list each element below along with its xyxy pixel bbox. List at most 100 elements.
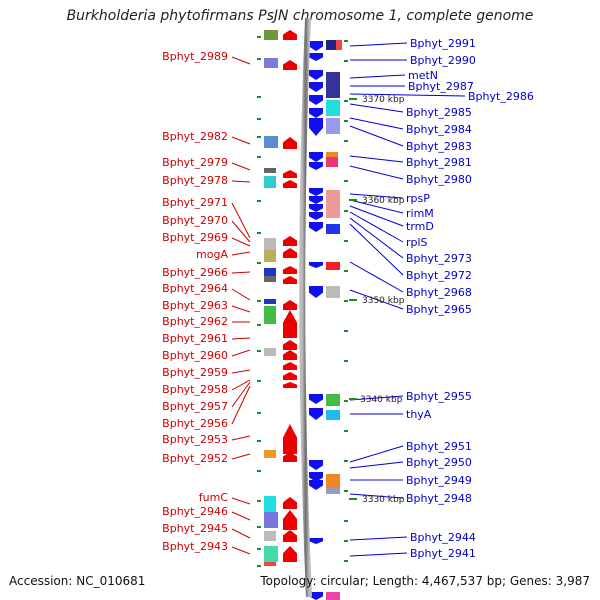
scale-tick bbox=[344, 490, 348, 492]
gene-block bbox=[326, 488, 340, 494]
scale-tick bbox=[344, 460, 348, 462]
gene-block bbox=[264, 562, 276, 566]
gene-arrow bbox=[309, 196, 323, 204]
kbp-tick bbox=[349, 398, 357, 400]
gene-arrow bbox=[309, 212, 323, 220]
gene-label-left: Bphyt_2958 bbox=[162, 383, 228, 396]
scale-tick bbox=[257, 440, 261, 442]
gene-arrow bbox=[283, 248, 297, 258]
gene-block bbox=[326, 224, 340, 234]
scale-tick bbox=[344, 180, 348, 182]
scale-tick bbox=[344, 360, 348, 362]
scale-tick bbox=[344, 140, 348, 142]
leader-line bbox=[349, 42, 408, 47]
gene-label-right: Bphyt_2984 bbox=[406, 123, 472, 136]
scale-tick bbox=[344, 210, 348, 212]
gene-arrow bbox=[309, 70, 323, 80]
gene-arrow bbox=[309, 472, 323, 482]
scale-tick bbox=[344, 60, 348, 62]
gene-label-right: Bphyt_2990 bbox=[410, 54, 476, 67]
scale-tick bbox=[344, 540, 348, 542]
leader-line bbox=[231, 379, 251, 391]
gene-label-left: Bphyt_2969 bbox=[162, 231, 228, 244]
leader-line bbox=[349, 103, 404, 113]
leader-line bbox=[231, 546, 251, 555]
gene-arrow bbox=[283, 60, 297, 70]
leader-line bbox=[349, 493, 404, 499]
leader-line bbox=[349, 395, 404, 401]
gene-label-right: Bphyt_2951 bbox=[406, 440, 472, 453]
gene-arrow bbox=[283, 266, 297, 274]
scale-tick bbox=[257, 156, 261, 158]
scale-tick bbox=[344, 270, 348, 272]
gene-label-right: Bphyt_2991 bbox=[410, 37, 476, 50]
leader-line bbox=[349, 211, 404, 243]
gene-label-left: Bphyt_2956 bbox=[162, 417, 228, 430]
gene-arrow bbox=[283, 276, 297, 284]
kbp-label: 3340 kbp bbox=[360, 395, 403, 405]
kbp-label: 3370 kbp bbox=[362, 95, 405, 105]
chromosome-axis bbox=[299, 17, 312, 598]
gene-arrow bbox=[309, 41, 323, 51]
gene-block bbox=[326, 40, 338, 50]
gene-arrow bbox=[283, 424, 297, 454]
gene-arrow bbox=[309, 286, 323, 298]
gene-arrow bbox=[309, 538, 323, 544]
gene-block bbox=[264, 168, 276, 173]
gene-label-right: Bphyt_2968 bbox=[406, 286, 472, 299]
scale-tick bbox=[257, 36, 261, 38]
scale-tick bbox=[257, 262, 261, 264]
gene-block bbox=[264, 268, 276, 278]
leader-line bbox=[231, 305, 251, 313]
leader-line bbox=[231, 271, 251, 274]
gene-arrow bbox=[283, 350, 297, 360]
leader-line bbox=[349, 536, 408, 541]
gene-block bbox=[264, 30, 278, 40]
scale-tick bbox=[257, 500, 261, 502]
gene-label-left: Bphyt_2971 bbox=[162, 196, 228, 209]
gene-label-left: Bphyt_2943 bbox=[162, 540, 228, 553]
gene-block bbox=[264, 546, 278, 562]
gene-arrow bbox=[309, 262, 323, 268]
leader-line bbox=[231, 251, 251, 256]
gene-arrow bbox=[309, 188, 323, 196]
leader-line bbox=[231, 56, 251, 65]
gene-label-left: Bphyt_2945 bbox=[162, 522, 228, 535]
leader-line bbox=[349, 199, 404, 214]
gene-arrow bbox=[283, 530, 297, 542]
kbp-label: 3350 kbp bbox=[362, 296, 405, 306]
gene-label-right: Bphyt_2980 bbox=[406, 173, 472, 186]
gene-block bbox=[264, 512, 278, 528]
gene-block bbox=[264, 496, 276, 512]
diagram-title: Burkholderia phytofirmans PsJN chromosom… bbox=[66, 8, 534, 24]
gene-label-left: Bphyt_2982 bbox=[162, 130, 228, 143]
leader-line bbox=[349, 552, 408, 557]
gene-block bbox=[264, 250, 276, 262]
scale-tick bbox=[344, 100, 348, 102]
scale-tick bbox=[344, 330, 348, 332]
gene-label-left: Bphyt_2952 bbox=[162, 452, 228, 465]
gene-label-left: Bphyt_2966 bbox=[162, 266, 228, 279]
gene-label-right: Bphyt_2972 bbox=[406, 269, 472, 282]
gene-arrow bbox=[309, 118, 323, 136]
leader-line bbox=[349, 289, 404, 310]
leader-line bbox=[349, 461, 404, 469]
gene-label-right: Bphyt_2985 bbox=[406, 106, 472, 119]
gene-arrow bbox=[283, 382, 297, 388]
gene-label-right: Bphyt_2973 bbox=[406, 252, 472, 265]
scale-tick bbox=[257, 136, 261, 138]
leader-line bbox=[231, 220, 251, 243]
gene-label-left: Bphyt_2946 bbox=[162, 505, 228, 518]
gene-arrow bbox=[309, 408, 323, 420]
gene-label-right: rplS bbox=[406, 236, 428, 249]
gene-block bbox=[326, 592, 340, 600]
gene-label-left: fumC bbox=[199, 491, 229, 504]
leader-line bbox=[349, 125, 404, 147]
gene-label-left: Bphyt_2961 bbox=[162, 332, 228, 345]
gene-arrow bbox=[283, 236, 297, 246]
scale-tick bbox=[344, 240, 348, 242]
gene-label-left: Bphyt_2960 bbox=[162, 349, 228, 362]
gene-label-right: Bphyt_2983 bbox=[406, 140, 472, 153]
gene-arrow bbox=[309, 592, 323, 600]
